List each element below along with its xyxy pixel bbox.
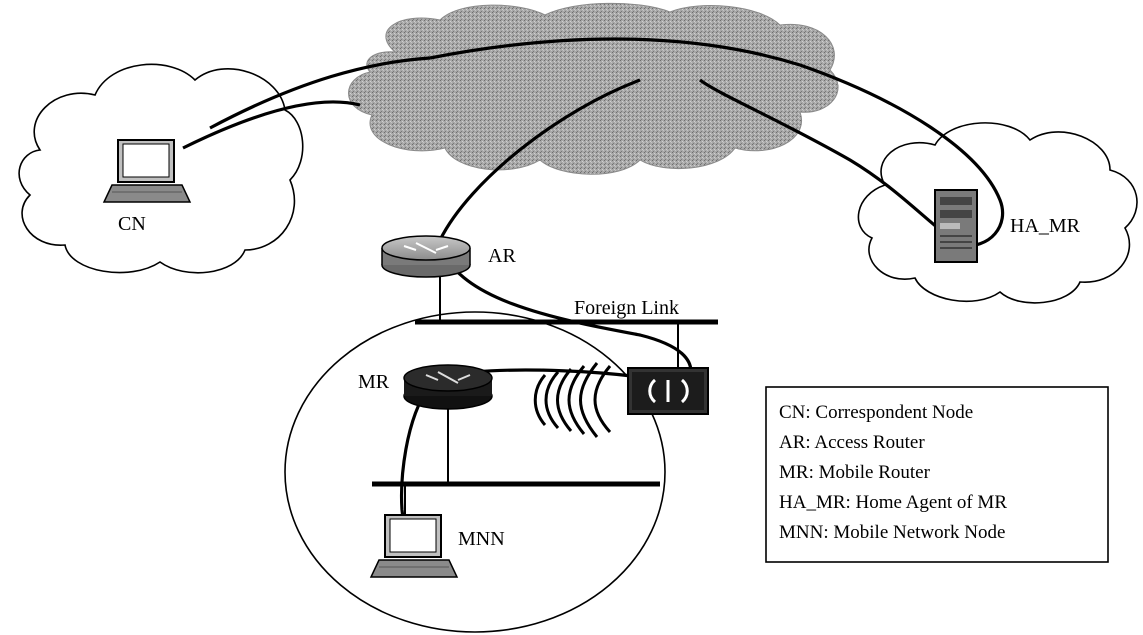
legend-box	[765, 386, 1109, 563]
cn-to-internet-path	[182, 100, 361, 150]
cn-to-internet-path-2	[209, 56, 431, 130]
legend-item-mnn: MNN: Mobile Network Node	[779, 522, 1005, 543]
cn-cloud	[18, 63, 304, 274]
ha-mr-label: HA_MR	[1010, 215, 1081, 237]
legend-item-mr: MR: Mobile Router	[779, 462, 931, 483]
traffic-paths	[182, 37, 1005, 546]
cn-label: CN	[118, 213, 146, 235]
ar-label: AR	[488, 245, 516, 267]
mnn-laptop-icon	[369, 514, 459, 578]
legend-item-ha-mr: HA_MR: Home Agent of MR	[779, 492, 1007, 513]
legend: CN: Correspondent Node AR: Access Router…	[765, 386, 1109, 563]
ha-mr-server-icon	[934, 189, 978, 263]
mobile-network-ellipse	[284, 311, 666, 633]
wireless-access-point-icon	[627, 367, 709, 415]
ar-to-ap-path	[438, 239, 693, 379]
mnn-label: MNN	[458, 528, 505, 550]
cn-laptop-icon	[102, 139, 192, 203]
internet-to-ha-mr-path	[429, 37, 1005, 248]
ha-mr-return-path	[699, 78, 961, 247]
wireless-waves	[533, 362, 612, 438]
ha-mr-cloud	[857, 122, 1138, 304]
mr-router-icon	[403, 364, 493, 410]
internet-to-ar-path	[438, 78, 641, 241]
legend-item-ar: AR: Access Router	[779, 432, 925, 453]
mr-label: MR	[358, 371, 390, 393]
internet-cloud	[348, 2, 839, 175]
ar-router-icon	[381, 235, 471, 278]
legend-item-cn: CN: Correspondent Node	[779, 402, 973, 423]
foreign-link-label: Foreign Link	[574, 297, 679, 319]
